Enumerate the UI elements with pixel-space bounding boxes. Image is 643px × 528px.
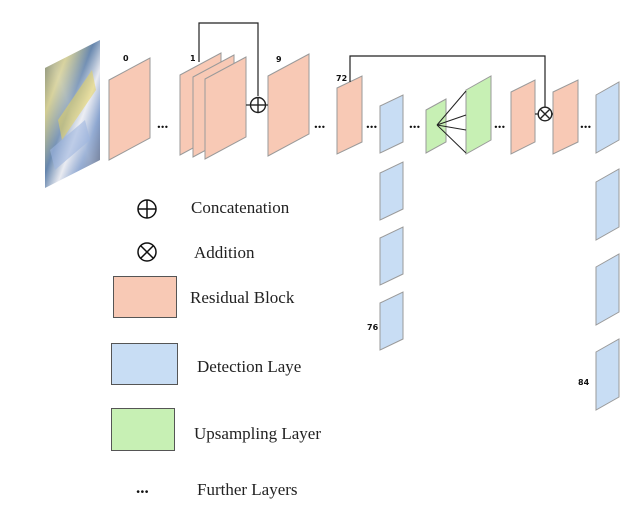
- dots-6: ...: [580, 116, 592, 132]
- input-image: [45, 40, 100, 188]
- legend-detection-swatch: [111, 343, 178, 385]
- add-node-d2: [539, 108, 551, 120]
- residual-block-9: [267, 53, 310, 157]
- legend-addition-label: Addition: [194, 243, 255, 262]
- residual-block-a: [510, 79, 536, 155]
- upsampling-layer-small: [425, 98, 447, 154]
- detection-layer-3: [379, 226, 404, 286]
- legend-upsampling-label: Upsampling Layer: [194, 424, 321, 443]
- legend-dots-symbol: ...: [136, 478, 149, 497]
- dots-1: ...: [157, 116, 169, 132]
- residual-block-72: [336, 75, 363, 155]
- layer-label-84: 84: [578, 378, 590, 387]
- layer-label-0: 0: [123, 54, 129, 63]
- layer-label-1: 1: [190, 54, 196, 63]
- layer-label-72: 72: [336, 74, 347, 83]
- detection-layer-1: [379, 94, 404, 154]
- legend-concat-symbol: [137, 199, 157, 219]
- legend-detection-label: Detection Laye: [197, 357, 302, 376]
- detection-layer-5: [595, 168, 620, 241]
- residual-block-0: [108, 57, 151, 161]
- upsampling-connector: [436, 90, 467, 154]
- detection-layer-76: [379, 291, 404, 351]
- detection-layer-84: [595, 338, 620, 411]
- dots-2: ...: [314, 116, 326, 132]
- legend-upsampling-swatch: [111, 408, 175, 451]
- detection-layer-4: [595, 81, 620, 154]
- skip-connection-1: [198, 22, 268, 106]
- legend-concatenation-label: Concatenation: [191, 198, 290, 217]
- legend-residual-swatch: [113, 276, 177, 318]
- dots-4: ...: [409, 116, 421, 132]
- residual-block-1c: [204, 56, 247, 160]
- legend-further-label: Further Layers: [197, 480, 298, 499]
- upsampling-layer-large: [465, 75, 492, 155]
- detection-layer-6: [595, 253, 620, 326]
- dots-5: ...: [494, 116, 506, 132]
- legend-add-symbol: [137, 242, 157, 262]
- detection-layer-2: [379, 161, 404, 221]
- layer-label-9: 9: [276, 55, 282, 64]
- legend-residual-label: Residual Block: [190, 288, 295, 307]
- residual-block-b: [552, 79, 579, 155]
- dots-3: ...: [366, 116, 378, 132]
- layer-label-76: 76: [367, 323, 379, 332]
